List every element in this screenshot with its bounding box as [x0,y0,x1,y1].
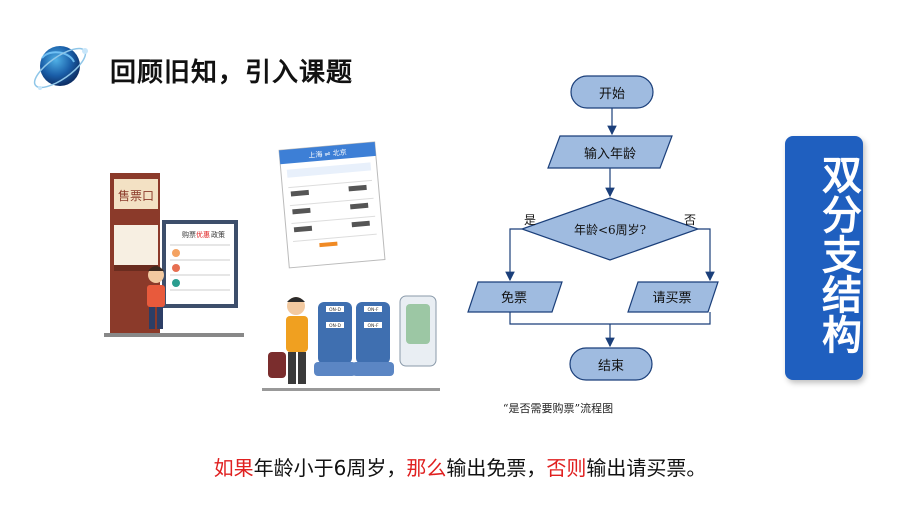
topic-badge-text: 双分支结构 [815,154,861,354]
sentence-part-2: 年龄小于6周岁， [253,456,407,480]
flowchart-caption: “是否需要购票”流程图 [503,401,613,415]
buy-ticket-label: 请买票 [652,291,691,306]
decision-node: 年龄<6周岁? [520,197,700,261]
seat-sign-3: ON-D [329,323,342,329]
input-label: 输入年龄 [584,146,636,162]
sentence-part-4: 输出免票， [446,456,547,480]
app-header-text: 上海 ⇌ 北京 [308,147,347,159]
free-ticket-node: 免票 [467,281,563,313]
planet-logo-icon [33,46,88,90]
free-ticket-label: 免票 [501,291,527,306]
sentence-part-6: 输出请买票。 [586,456,707,480]
purchase-flowchart: 开始 输入年龄 年龄<6周岁? 是 否 免票 请买票 结束 “是否需要购票”流程… [467,75,719,415]
board-title-c: 政策 [211,230,225,239]
ticket-window-sign: 售票口 [118,188,154,203]
buy-ticket-node: 请买票 [627,281,719,313]
keyword-if: 如果 [213,456,254,480]
yes-label: 是 [524,213,536,227]
board-title-a: 购票 [182,230,196,239]
no-label: 否 [684,213,696,227]
seat-sign-4: ON-F [367,323,379,329]
seat-sign-2: ON-F [367,307,379,313]
seat-sign-1: ON-D [329,307,342,313]
input-node: 输入年龄 [547,135,673,169]
ticket-window-illustration: 售票口 购票 优惠 政策 [104,173,244,337]
start-label: 开始 [599,87,625,102]
topic-badge: 双分支结构 [785,136,863,380]
end-label: 结束 [598,359,624,374]
summary-sentence: 如果年龄小于6周岁，那么输出免票，否则输出请买票。 [0,452,920,481]
slide-title: 回顾旧知，引入课题 [110,58,354,88]
board-title-b: 优惠 [196,230,210,239]
decision-label: 年龄<6周岁? [574,222,646,237]
end-node: 结束 [569,347,653,381]
keyword-then: 那么 [406,456,447,480]
start-node: 开始 [570,75,654,109]
ticket-app-screenshot: 上海 ⇌ 北京 [278,141,386,269]
train-seats-illustration: ON-D ON-F ON-D ON-F [262,295,440,391]
keyword-else: 否则 [546,456,587,480]
